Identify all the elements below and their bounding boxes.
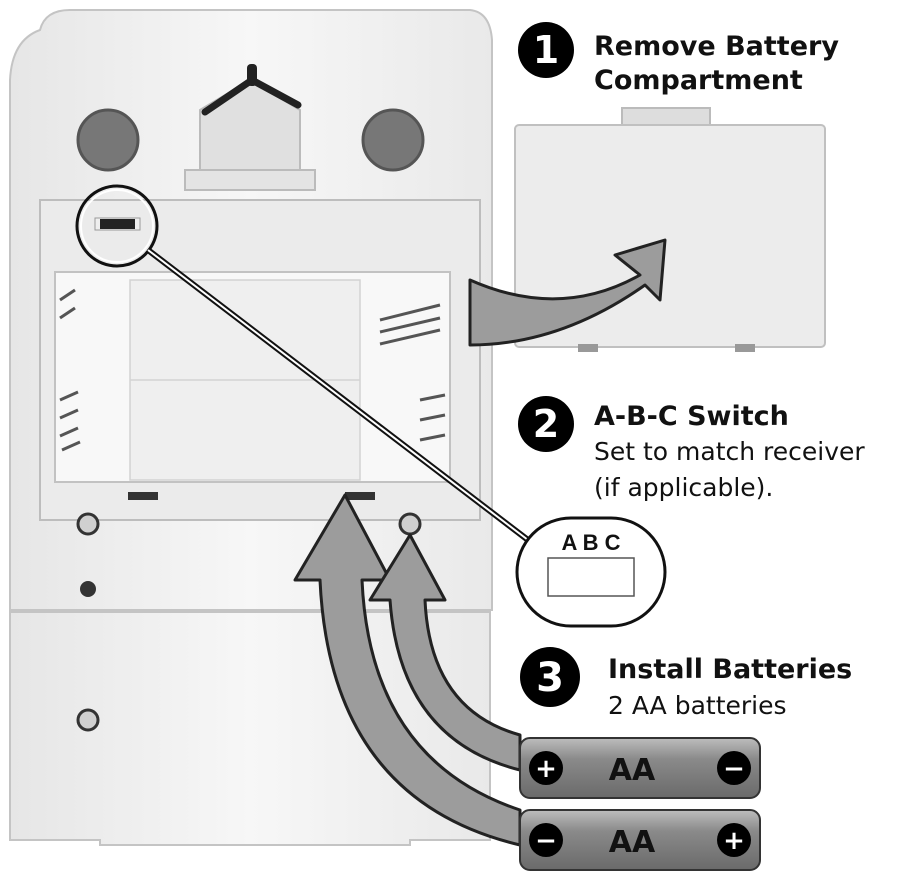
step-3-number: 3: [536, 655, 564, 701]
battery-1-left-terminal: +: [535, 754, 557, 784]
battery-well: [54, 271, 451, 500]
step-1-number: 1: [533, 28, 559, 72]
battery-contacts-right: [379, 303, 446, 442]
battery-compartment-cover: [514, 107, 826, 352]
step-1: 1 Remove Battery Compartment: [518, 22, 839, 96]
rubber-foot-right: [361, 108, 425, 172]
battery-2-left-terminal: −: [535, 826, 557, 856]
step-3-title: Install Batteries: [608, 654, 852, 685]
step-3-badge: [520, 647, 580, 707]
wall-hanger-slot: [184, 64, 316, 191]
rubber-foot-left: [76, 108, 140, 172]
step-1-badge: [518, 22, 574, 78]
abc-switch[interactable]: [94, 217, 141, 231]
install-arrow-inner: [368, 533, 522, 772]
battery-2-label: AA: [609, 825, 656, 860]
battery-2: − AA +: [519, 809, 761, 871]
step-2: 2 A-B-C Switch Set to match receiver (if…: [518, 396, 865, 502]
device-rear-housing: [9, 9, 493, 611]
battery-1-right-terminal: −: [723, 754, 745, 784]
step-3: 3 Install Batteries 2 AA batteries: [520, 647, 852, 720]
battery-1-label: AA: [609, 753, 656, 788]
remove-cover-arrow: [468, 238, 667, 347]
switch-callout: A B C: [515, 516, 667, 628]
step-3-text-line1: 2 AA batteries: [608, 691, 787, 720]
step-2-badge: [518, 396, 574, 452]
step-1-title-line1: Remove Battery: [594, 31, 839, 62]
battery-1: + AA −: [519, 737, 761, 799]
step-2-text-line1: Set to match receiver: [594, 437, 865, 466]
install-arrow-outer: [293, 493, 522, 847]
step-2-number: 2: [533, 402, 559, 446]
battery-contacts-left: [59, 288, 81, 452]
switch-highlight-circle: [75, 184, 159, 268]
step-2-text-line2: (if applicable).: [594, 473, 773, 502]
step-2-title: A-B-C Switch: [594, 401, 789, 432]
switch-callout-label: A B C: [561, 530, 620, 555]
step-1-title-line2: Compartment: [594, 65, 803, 96]
battery-2-right-terminal: +: [723, 826, 745, 856]
